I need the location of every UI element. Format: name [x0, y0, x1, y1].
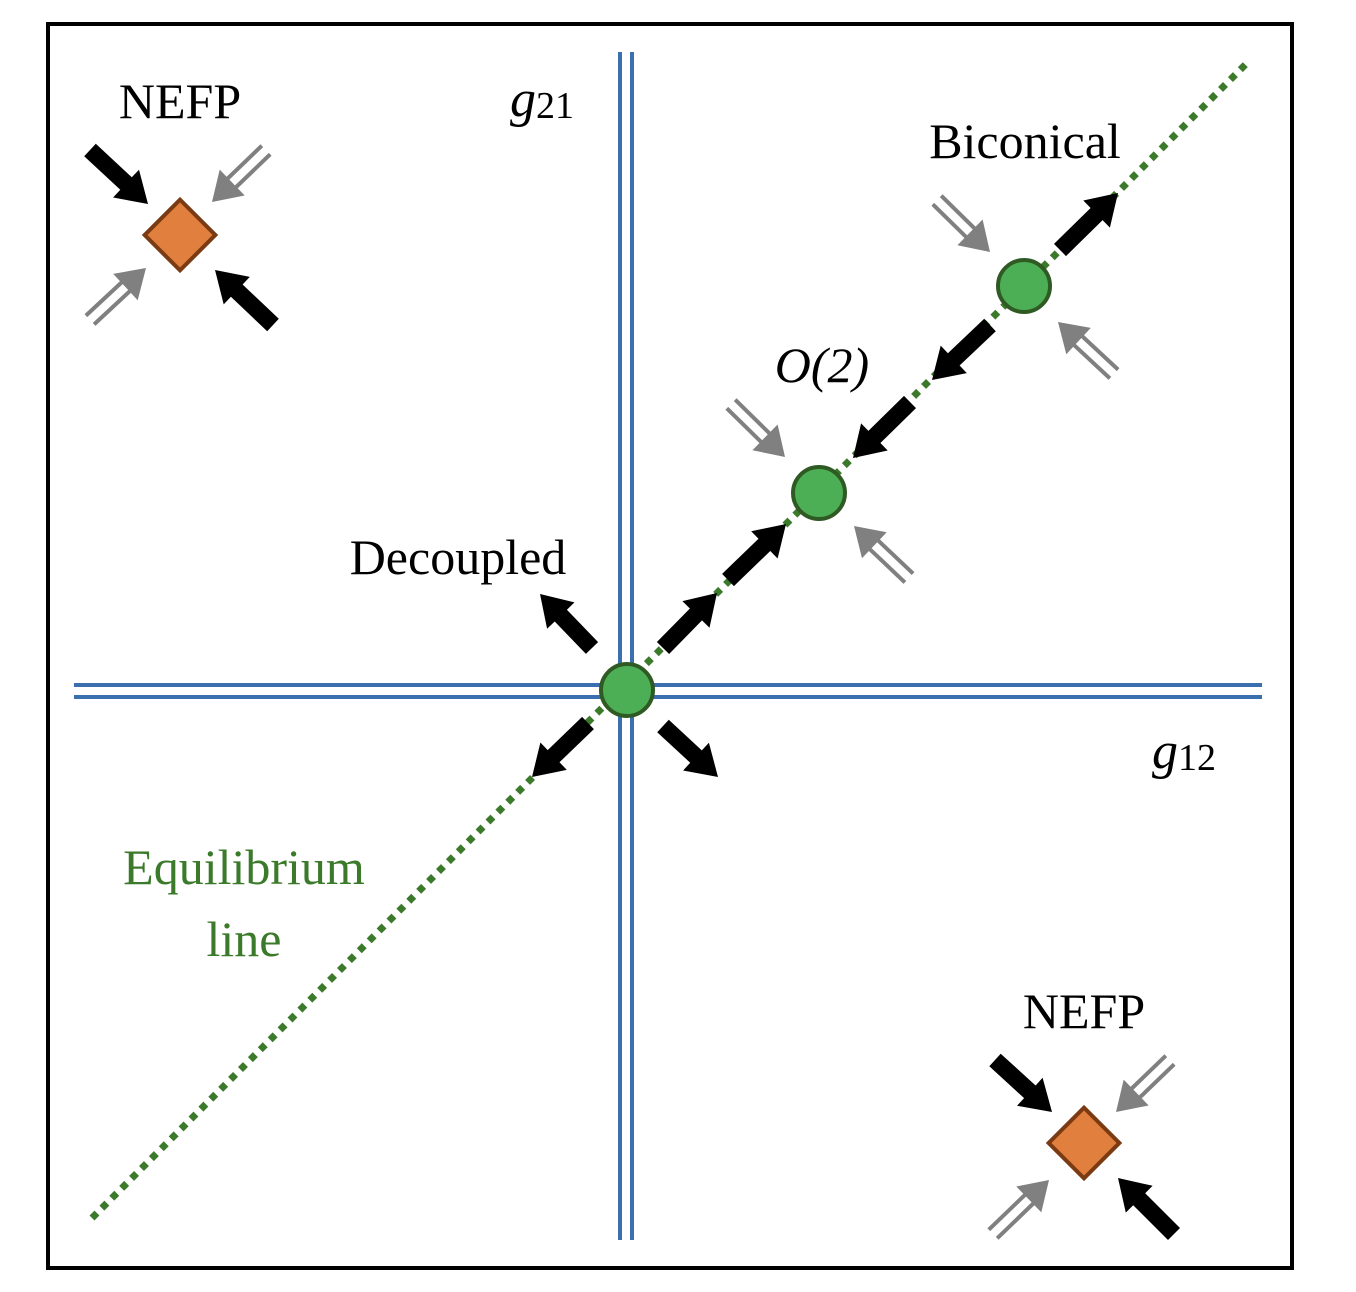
biconical-weak-inflow-arrow-icon — [931, 194, 990, 252]
o2-label: O(2) — [775, 337, 869, 393]
biconical-label: Biconical — [929, 113, 1121, 169]
nefp-top-left-diamond — [141, 196, 219, 274]
flow-arrows — [84, 143, 1180, 1240]
g21-subscript: 21 — [536, 85, 574, 127]
vertical-axis — [618, 52, 634, 1240]
decoupled-fixed-point — [599, 662, 655, 718]
g21-axis-label: g21 — [510, 71, 574, 128]
nefp-bottom-right-inflow-arrow-icon — [1118, 1178, 1180, 1240]
biconical-to-o2-arrow-icon — [932, 318, 996, 380]
equilibrium-label-line2: line — [207, 911, 282, 967]
g12-subscript: 12 — [1178, 737, 1216, 779]
g12-axis-label: g12 — [1152, 723, 1216, 780]
nefp-bottom-right-weak-arrow-icon — [1116, 1054, 1176, 1112]
nefp-top-left-inflow-arrow-icon — [84, 143, 148, 204]
decoupled-outflow-arrow-icon — [540, 594, 599, 654]
decoupled-outflow-arrow-icon — [657, 719, 718, 777]
nefp-bottom-right-label: NEFP — [1023, 983, 1145, 1039]
nefp-top-left-weak-arrow-icon — [212, 144, 272, 202]
equilibrium-label-line1: Equilibrium — [123, 839, 365, 895]
horizontal-axis — [74, 683, 1262, 699]
nefp-bottom-right-inflow-arrow-icon — [989, 1053, 1052, 1112]
biconical-fixed-point — [996, 258, 1052, 314]
g21-symbol: g — [510, 71, 536, 128]
nefp-bottom-right-weak-arrow-icon — [987, 1180, 1049, 1240]
o2-weak-inflow-arrow-icon — [725, 398, 785, 457]
o2-inflow-arrow-icon — [722, 524, 786, 587]
nefp-top-left-label: NEFP — [119, 73, 241, 129]
biconical-weak-inflow-arrow-icon — [1058, 322, 1120, 380]
biconical-outflow-arrow-icon — [1054, 193, 1118, 257]
nefp-bottom-right-diamond — [1045, 1104, 1123, 1182]
g12-symbol: g — [1152, 723, 1178, 780]
nefp-top-left-inflow-arrow-icon — [215, 270, 279, 332]
decoupled-outflow-arrow-icon — [532, 716, 594, 777]
decoupled-label: Decoupled — [350, 529, 567, 585]
decoupled-to-o2-arrow-icon — [656, 593, 717, 654]
o2-inflow-arrow-icon — [853, 395, 916, 458]
nefp-top-left-weak-arrow-icon — [84, 268, 146, 326]
o2-weak-inflow-arrow-icon — [854, 526, 915, 584]
o2-fixed-point — [791, 465, 847, 521]
